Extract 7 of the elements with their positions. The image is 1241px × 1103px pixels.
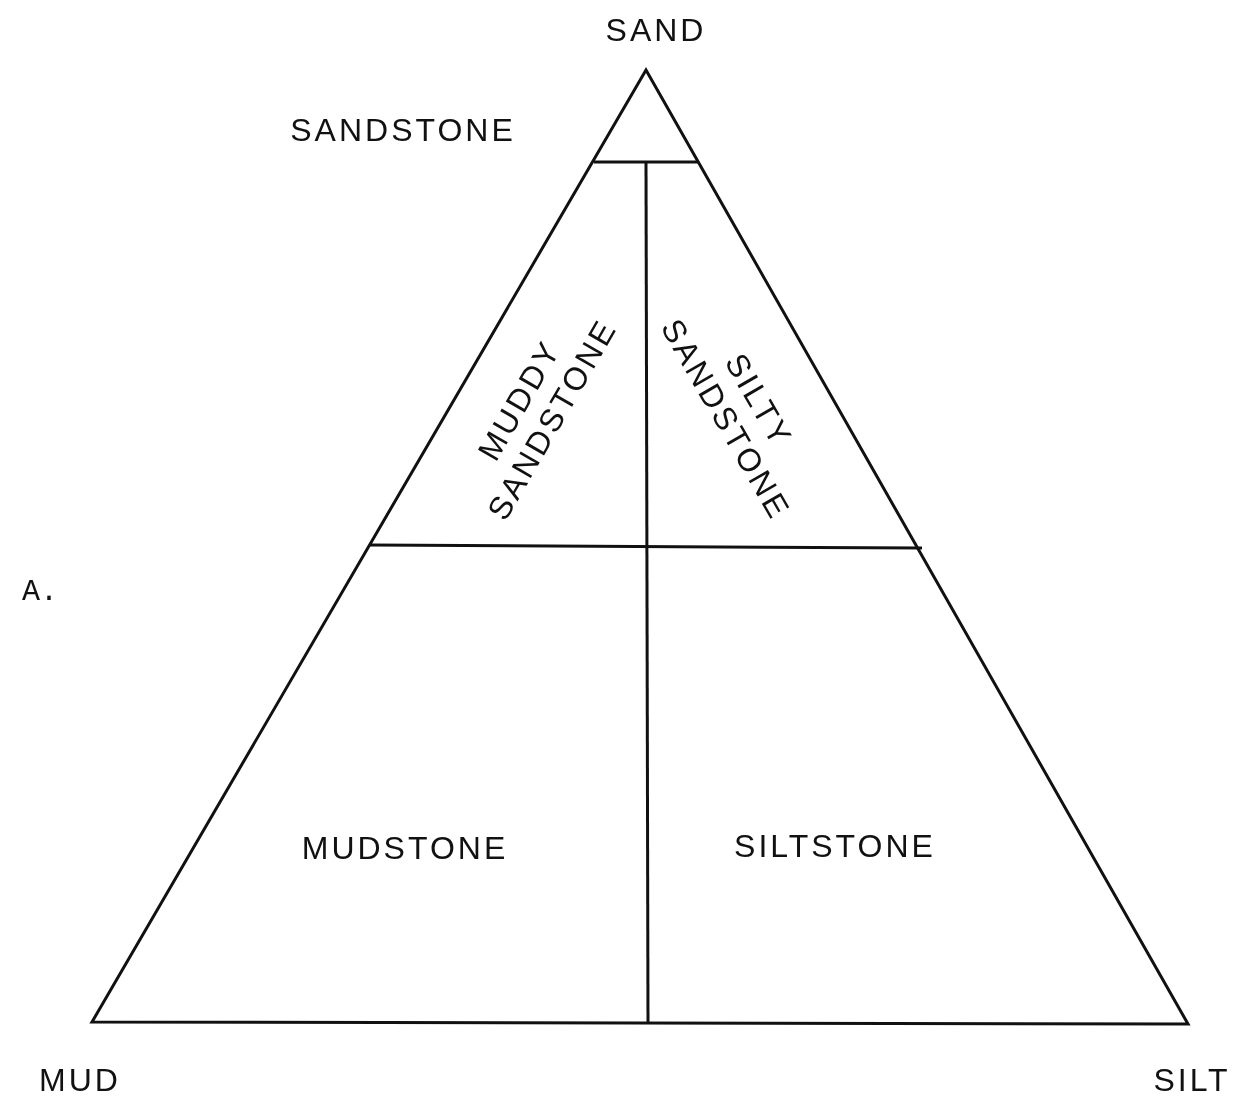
vertex-label: MUD xyxy=(39,1060,121,1100)
field-label: MUDSTONE xyxy=(301,828,509,868)
panel-label: A. xyxy=(22,574,58,610)
vertex-label: SAND xyxy=(605,10,707,50)
vertex-label: SILT xyxy=(1153,1060,1231,1100)
field-label: SANDSTONE xyxy=(290,110,516,150)
field-label: SILTSTONE xyxy=(734,826,936,866)
